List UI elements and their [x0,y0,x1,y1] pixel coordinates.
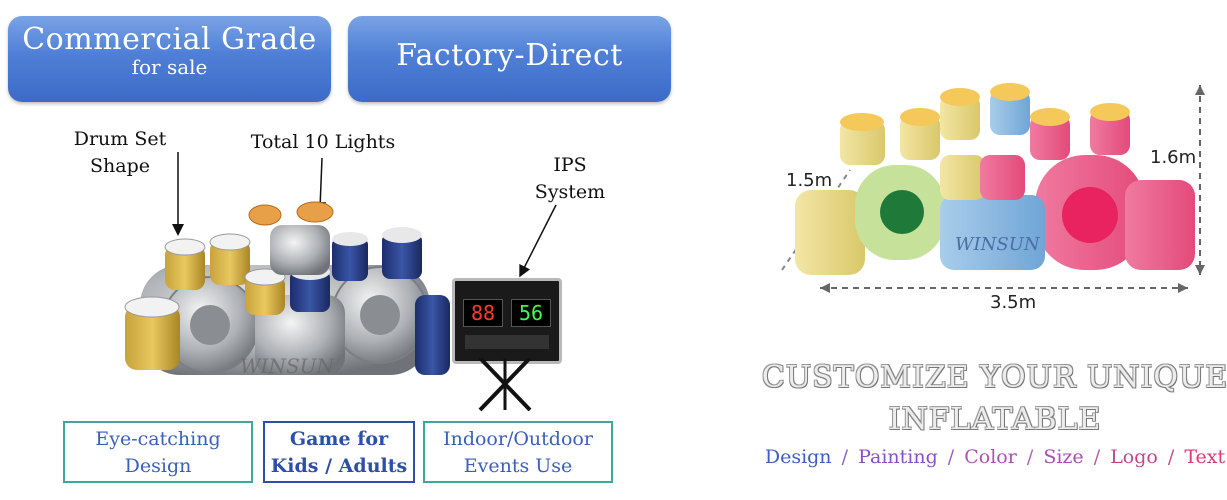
feature-eye-catching: Eye-catching Design [63,421,253,483]
customization-options: Design / Painting / Color / Size / Logo … [760,446,1227,468]
callout-line: Shape [90,155,150,177]
option-separator: / [1093,446,1101,468]
brand-watermark-right: WINSUN [955,234,1041,255]
option-design: Design [764,446,832,468]
badge-title: Commercial Grade [22,22,317,57]
feature-line: Kids / Adults [270,455,408,477]
commercial-grade-badge: Commercial Grade for sale [8,16,331,102]
lights-arrow [314,157,327,214]
option-color: Color [964,446,1017,468]
feature-indoor-outdoor: Indoor/Outdoor Events Use [423,421,613,483]
option-text: Text [1184,446,1226,468]
customize-headline-line2: INFLATABLE [888,402,1102,437]
callout-line: IPS [553,154,587,176]
right-score-display: 56 [511,299,551,327]
width-dimension: 3.5m [990,292,1037,313]
scoreboard-stand [478,358,532,412]
factory-direct-badge: Factory-Direct [348,16,671,102]
lights-callout: Total 10 Lights [250,131,396,153]
brand-watermark: WINSUN [240,354,336,378]
callout-line: Drum Set [73,128,167,150]
customize-headline-line1: CUSTOMIZE YOUR UNIQUE [761,360,1227,395]
colorful-inflatable-drum-image: WINSUN [781,83,1205,293]
inflatable-drum-set-image: WINSUN [124,201,450,378]
feature-line: Game for [289,428,389,450]
feature-line: Events Use [463,455,573,477]
ips-callout: IPS System [520,152,620,206]
option-size: Size [1043,446,1084,468]
option-separator: / [1026,446,1034,468]
drum-shape-callout: Drum Set Shape [60,126,180,180]
option-separator: / [841,446,849,468]
option-painting: Painting [858,446,938,468]
callout-line: System [534,181,606,203]
feature-line: Indoor/Outdoor [443,428,593,450]
scoreboard-panel [465,335,549,349]
height-dimension: 1.6m [1150,147,1197,168]
callout-arrows [172,152,557,278]
feature-game-for-kids-adults: Game for Kids / Adults [263,421,415,483]
badge-subtitle: for sale [131,55,208,79]
feature-line: Design [124,455,192,477]
option-logo: Logo [1110,446,1158,468]
badge-title-right: Factory-Direct [396,38,623,73]
option-separator: / [947,446,955,468]
feature-line: Eye-catching [95,428,221,450]
ips-scoreboard: 88 56 [452,278,562,364]
ips-arrow [519,204,557,278]
depth-dimension: 1.5m [786,170,833,191]
option-separator: / [1167,446,1175,468]
left-score-display: 88 [463,299,503,327]
